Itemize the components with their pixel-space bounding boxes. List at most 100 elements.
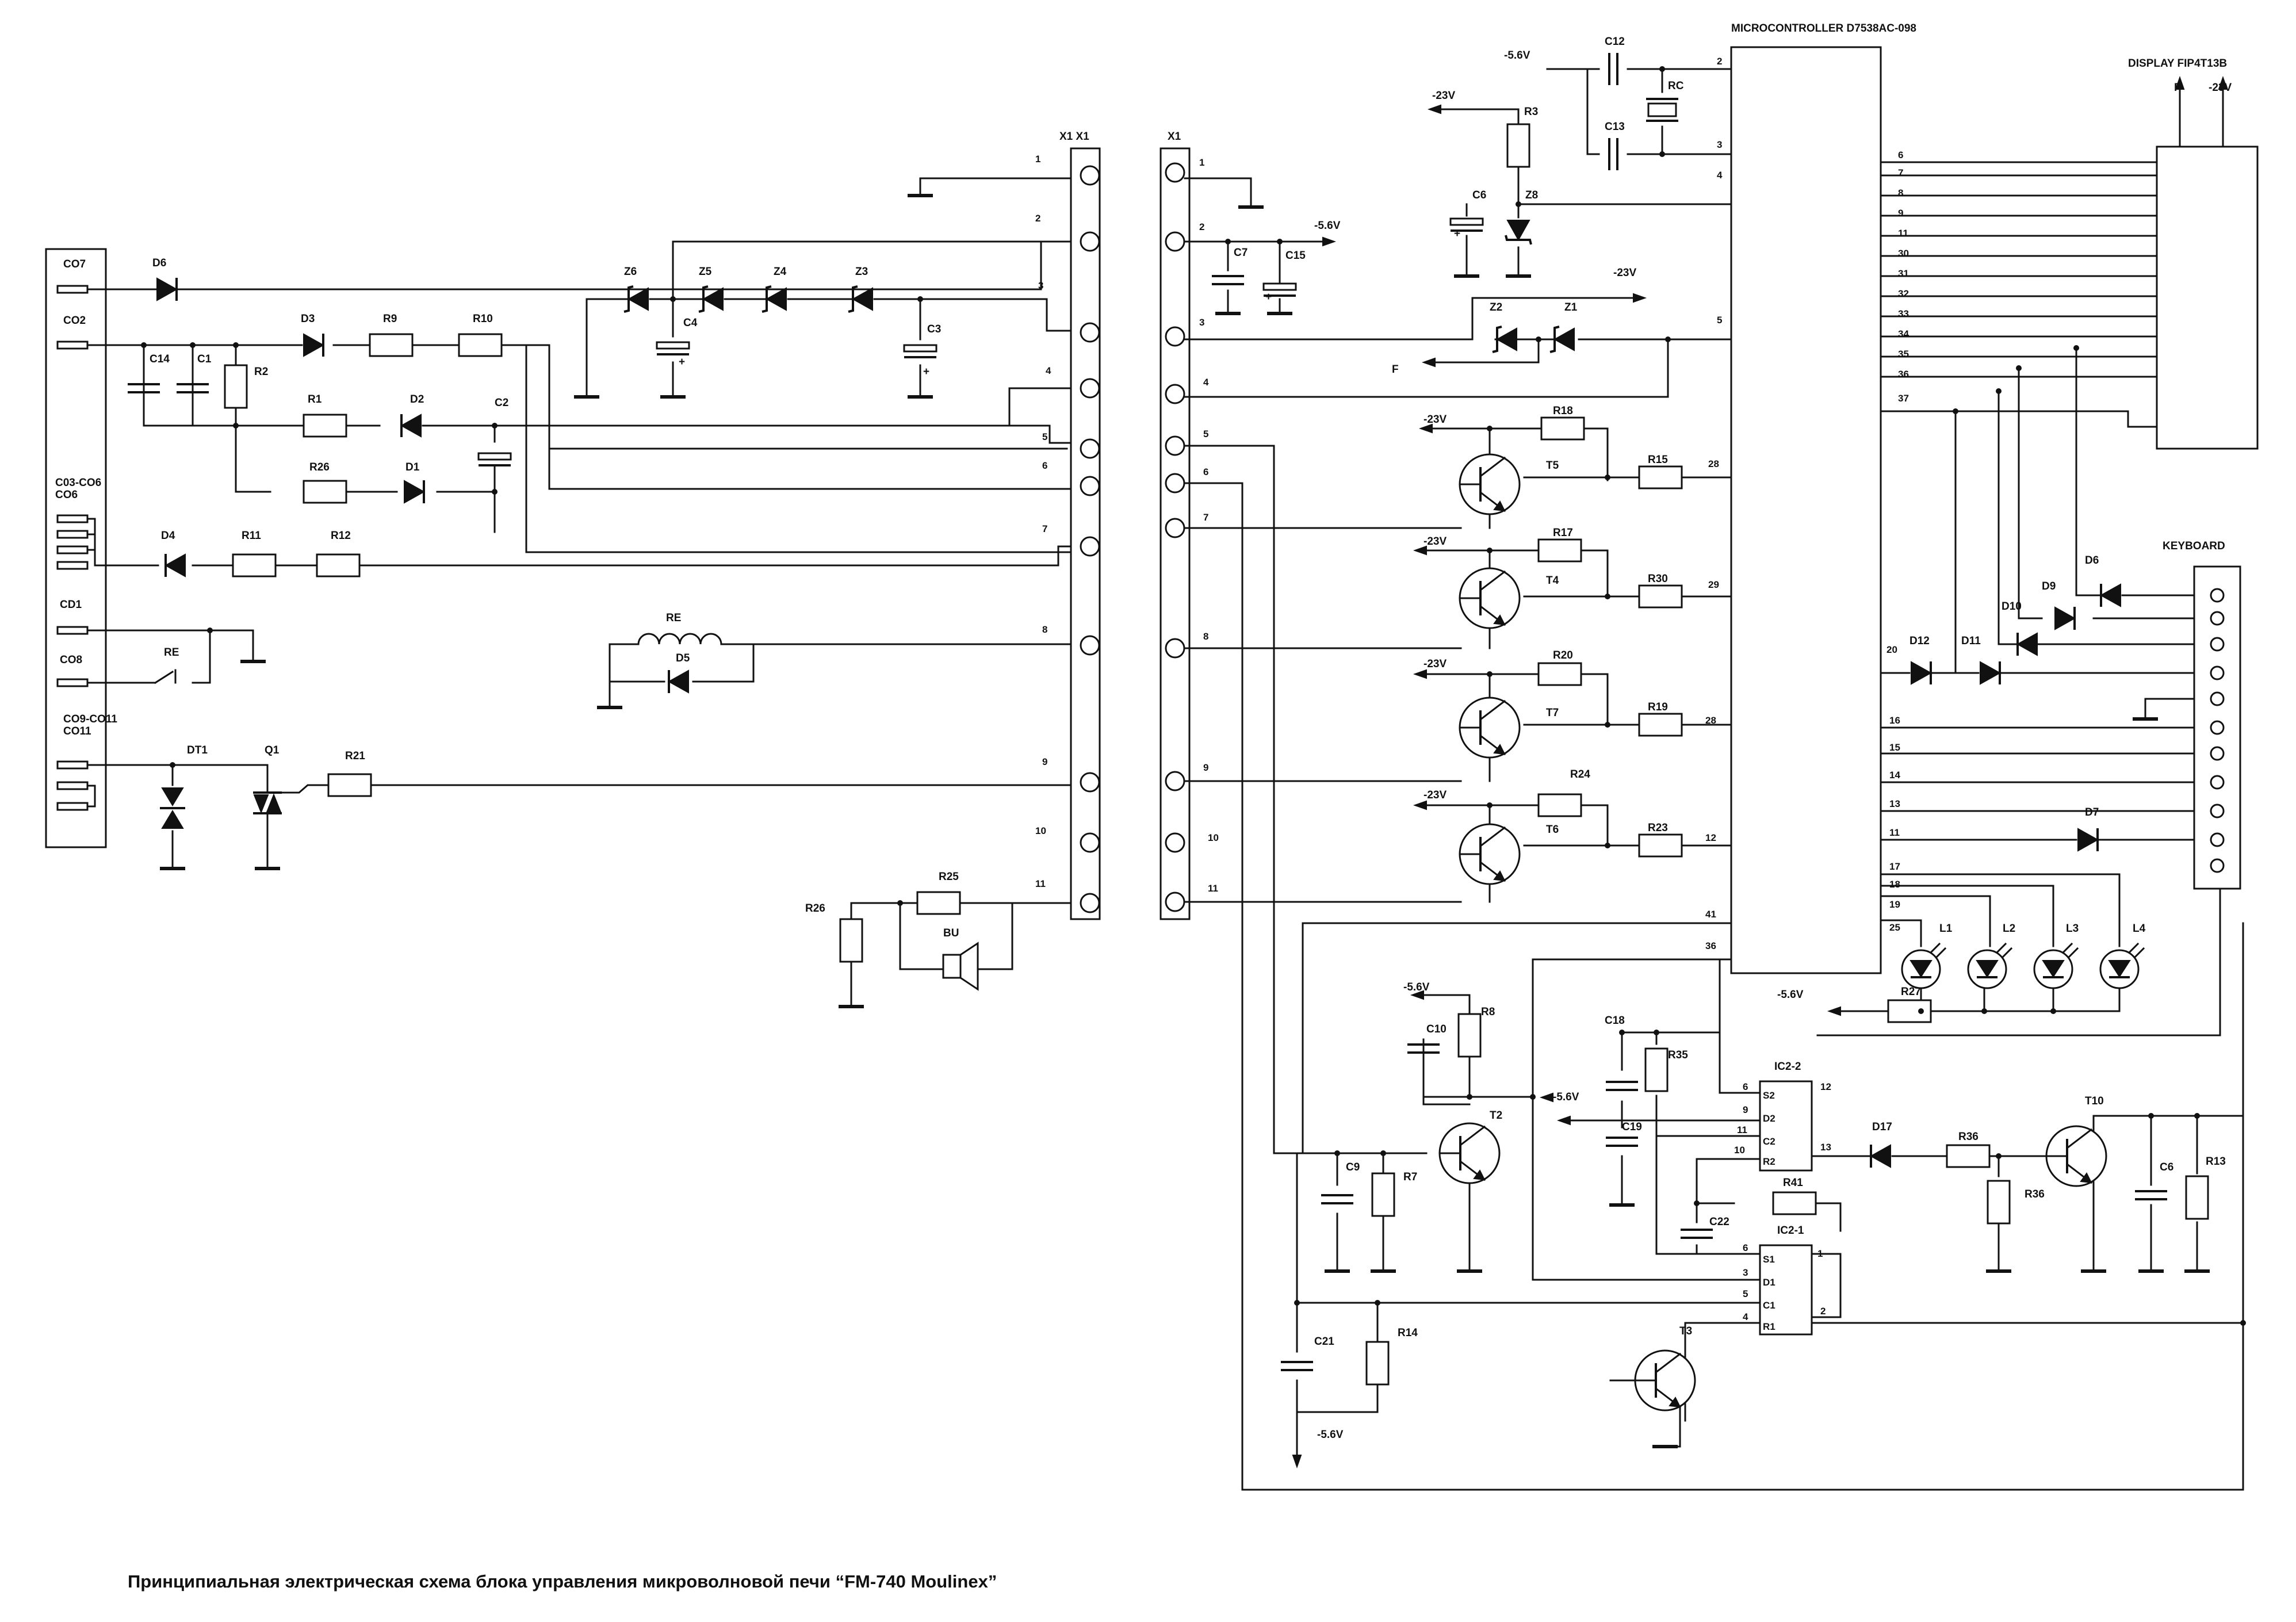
- diode-d3: D3: [301, 313, 324, 358]
- display-23v-label: -23V: [2209, 82, 2232, 94]
- label-23v-t4: -23V: [1423, 535, 1447, 548]
- diode-d7: D7: [2077, 806, 2099, 852]
- label-23v-osc: -23V: [1432, 90, 1455, 102]
- led-l1: L1: [1901, 923, 1953, 989]
- svg-text:C19: C19: [1622, 1121, 1642, 1133]
- diode-d2: D2: [400, 393, 424, 438]
- svg-text:C6: C6: [1472, 189, 1486, 201]
- capacitor-c4: C4+: [656, 317, 698, 368]
- resistor-r19: R19: [1638, 701, 1683, 737]
- terminal-co3-co6-label: C03-CO6: [55, 477, 101, 489]
- capacitor-c22: C22: [1679, 1216, 1729, 1239]
- svg-text:R19: R19: [1648, 701, 1668, 713]
- svg-text:CO11: CO11: [63, 725, 91, 737]
- diode-d12: D12: [1909, 635, 1932, 686]
- keyboard-label: KEYBOARD: [2163, 540, 2225, 552]
- svg-text:R36: R36: [2025, 1188, 2045, 1200]
- svg-text:R12: R12: [331, 530, 351, 542]
- svg-text:RE: RE: [164, 646, 179, 659]
- connector-x1-right-label: X1: [1168, 131, 1181, 143]
- relay-coil-re: RE: [637, 612, 722, 645]
- svg-text:9: 9: [1898, 208, 1903, 219]
- display-pin-labels: 6 7 8 9 11 30 31 32 33 34 35 36 37: [1898, 150, 1909, 404]
- svg-text:DT1: DT1: [187, 744, 208, 756]
- diagram-caption: Принципиальная электрическая схема блока…: [128, 1571, 997, 1592]
- svg-text:14: 14: [1889, 770, 1900, 781]
- ic2-1-block: IC2-1 S1 D1 C1 R1 6 3 5 4 1 2: [1743, 1225, 1826, 1336]
- label-5v6-osc: -5.6V: [1504, 49, 1530, 62]
- svg-text:C9: C9: [1346, 1161, 1360, 1173]
- resistor-r21: R21: [327, 750, 372, 797]
- svg-text:S1: S1: [1763, 1254, 1775, 1265]
- ic2-2-block: IC2-2 S2 D2 C2 R2 6 9 11 10 12 13: [1734, 1061, 1831, 1172]
- zener-z1: Z1: [1549, 301, 1578, 353]
- svg-text:R26: R26: [805, 902, 825, 915]
- zener-z2: Z2: [1490, 301, 1518, 353]
- svg-text:13: 13: [1889, 798, 1900, 809]
- svg-text:Z1: Z1: [1564, 301, 1578, 313]
- resistor-r36-shunt: R36: [1987, 1180, 2045, 1225]
- svg-text:6: 6: [1042, 460, 1047, 471]
- svg-text:T3: T3: [1679, 1325, 1692, 1337]
- svg-text:11: 11: [1898, 228, 1908, 239]
- svg-text:R8: R8: [1481, 1006, 1495, 1018]
- capacitor-c10: C10: [1406, 1023, 1447, 1054]
- label-23v-t5: -23V: [1423, 414, 1447, 426]
- svg-text:D3: D3: [301, 313, 315, 325]
- svg-text:R18: R18: [1553, 405, 1573, 417]
- svg-text:T6: T6: [1546, 824, 1559, 836]
- svg-text:R20: R20: [1553, 649, 1573, 661]
- svg-text:R27: R27: [1901, 986, 1921, 998]
- svg-text:L4: L4: [2133, 923, 2146, 935]
- capacitor-c15: C15+: [1262, 250, 1306, 303]
- svg-text:8: 8: [1042, 624, 1047, 635]
- svg-text:4: 4: [1717, 170, 1723, 181]
- resistor-r3: R3: [1506, 106, 1538, 168]
- svg-text:C4: C4: [683, 317, 698, 329]
- svg-text:3: 3: [1717, 139, 1722, 150]
- svg-text:1: 1: [1199, 157, 1204, 168]
- svg-text:10: 10: [1208, 832, 1219, 843]
- svg-text:15: 15: [1889, 742, 1900, 753]
- svg-text:R23: R23: [1648, 822, 1668, 834]
- svg-text:R1: R1: [308, 393, 322, 406]
- display-f-label: F: [2174, 82, 2181, 94]
- svg-text:D2: D2: [1763, 1113, 1775, 1124]
- terminal-cd1: CD1: [56, 599, 89, 635]
- svg-text:D6: D6: [2085, 554, 2099, 567]
- svg-text:4: 4: [1203, 377, 1209, 388]
- svg-text:25: 25: [1889, 922, 1900, 933]
- svg-text:2: 2: [1717, 56, 1722, 67]
- svg-text:R15: R15: [1648, 454, 1668, 466]
- svg-text:R2: R2: [1763, 1156, 1775, 1167]
- svg-text:36: 36: [1705, 940, 1716, 951]
- resistor-r26-left: R26: [303, 461, 347, 504]
- svg-text:5: 5: [1717, 315, 1722, 326]
- svg-text:C12: C12: [1605, 36, 1625, 48]
- svg-text:C15: C15: [1285, 250, 1306, 262]
- display-label: DISPLAY FIP4T13B: [2128, 58, 2227, 70]
- svg-text:D2: D2: [410, 393, 424, 406]
- svg-text:T7: T7: [1546, 707, 1559, 719]
- arrows: [1292, 75, 2228, 1469]
- label-5v6-t2: -5.6V: [1403, 981, 1430, 993]
- connector-x1-left: X1 X1 1 2 3 4 5 6 7 8 9 10 11: [1035, 131, 1101, 920]
- transistor-t7: T7: [1459, 697, 1559, 759]
- svg-text:12: 12: [1705, 832, 1716, 843]
- capacitor-c18: C18: [1605, 1015, 1639, 1091]
- svg-text:11: 11: [1737, 1124, 1747, 1135]
- label-5v6-c18: -5.6V: [1553, 1091, 1579, 1103]
- svg-text:4: 4: [1743, 1311, 1748, 1322]
- svg-text:10: 10: [1734, 1145, 1745, 1156]
- svg-text:R9: R9: [383, 313, 397, 325]
- svg-text:R10: R10: [473, 313, 493, 325]
- svg-text:C2: C2: [495, 397, 508, 409]
- svg-text:34: 34: [1898, 328, 1909, 339]
- svg-text:R35: R35: [1668, 1049, 1688, 1061]
- resistor-r1: R1: [303, 393, 347, 438]
- capacitor-c21: C21: [1280, 1336, 1334, 1371]
- label-f: F: [1392, 364, 1399, 376]
- svg-text:+: +: [923, 366, 929, 378]
- svg-text:C10: C10: [1426, 1023, 1447, 1035]
- microcontroller-block: MICROCONTROLLER D7538AC-098 2 3 4 5 28 2…: [1705, 22, 1916, 974]
